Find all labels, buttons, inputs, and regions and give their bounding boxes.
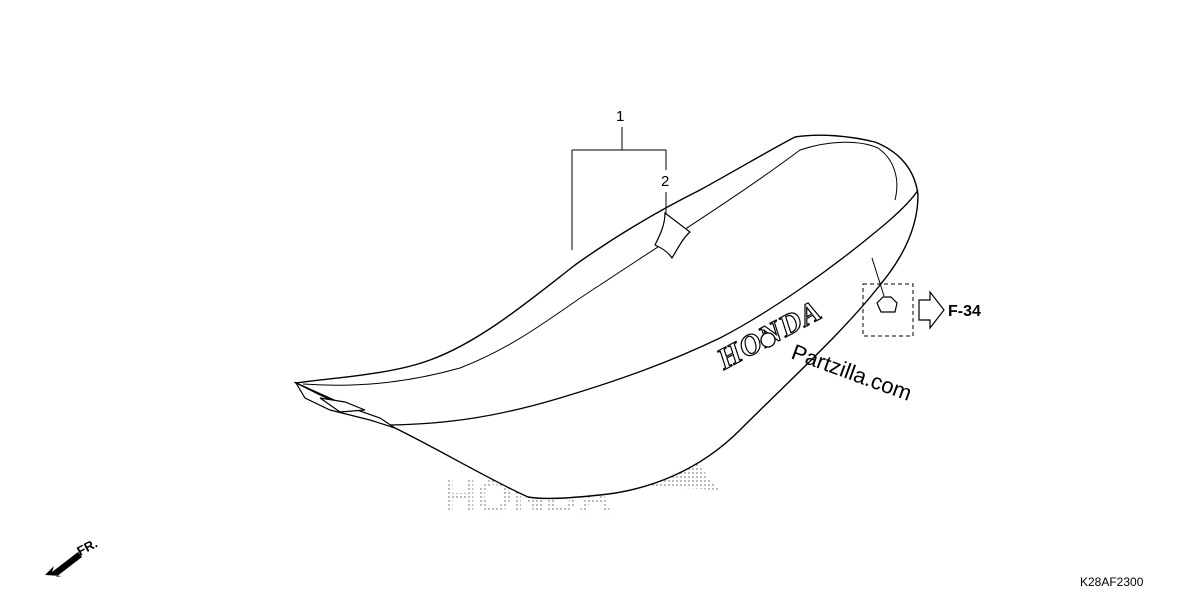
callout-number-1: 1: [616, 108, 624, 125]
grommet-icon: [876, 296, 898, 313]
seat-fastener-icon: [760, 332, 776, 348]
reference-arrow-icon: [918, 290, 945, 330]
watermark-text: Partzilla.com: [788, 339, 915, 406]
seat: HONDA: [293, 134, 919, 500]
front-indicator: FR.: [45, 536, 100, 577]
reference-label: F-34: [948, 303, 981, 320]
callout-2: 2: [661, 173, 669, 214]
callout-1: 1: [571, 108, 667, 250]
diagram-code: K28AF2300: [1080, 575, 1144, 589]
front-arrow-icon: [45, 552, 82, 577]
grommet-reference: F-34: [862, 257, 981, 337]
callout-number-2: 2: [661, 173, 669, 190]
